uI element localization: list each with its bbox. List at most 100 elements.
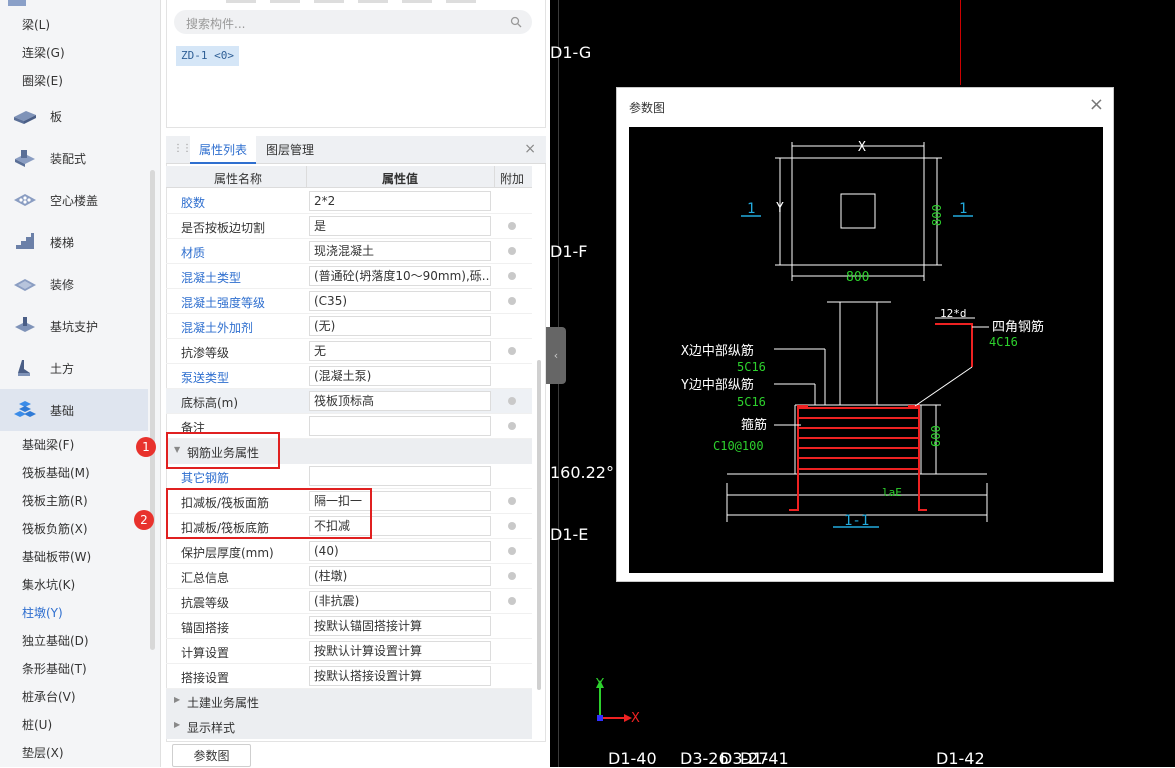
property-row[interactable]: 泵送类型 (混凝土泵) [166,364,532,389]
chevron-right-icon: ▶ [174,695,181,704]
property-value-field[interactable]: 筏板顶标高 [309,391,491,411]
extra-checkbox[interactable] [508,522,516,530]
property-value-field[interactable]: (柱墩) [309,566,491,586]
property-value-field[interactable]: (40) [309,541,491,561]
property-value-field[interactable] [309,466,491,486]
property-value-field[interactable]: 隔一扣一 [309,491,491,511]
property-row[interactable]: 混凝土类型 (普通砼(坍落度10～90mm),砾... [166,264,532,289]
sidebar-item-strip-foundation[interactable]: 条形基础(T) [22,662,87,676]
property-value-field[interactable]: 是 [309,216,491,236]
property-value-field[interactable]: 不扣减 [309,516,491,536]
sidebar-category-label: 空心楼盖 [50,193,99,208]
property-row[interactable]: 底标高(m)筏板顶标高 [166,389,532,414]
group-display-style[interactable]: ▶ 显示样式 [166,714,532,739]
property-scrollbar[interactable] [537,360,541,690]
property-row[interactable]: 计算设置按默认计算设置计算 [166,639,532,664]
extra-checkbox[interactable] [508,272,516,280]
property-value-field[interactable]: 按默认计算设置计算 [309,641,491,661]
sidebar-item-ring-beam[interactable]: 圈梁(E) [22,74,63,88]
sidebar-item-pile[interactable]: 桩(U) [22,718,53,732]
property-row[interactable]: 扣减板/筏板面筋隔一扣一 [166,489,532,514]
sidebar-item-foundation-beam[interactable]: 基础梁(F) [22,438,75,452]
drag-handle-icon[interactable]: ⋮⋮ [173,143,192,154]
hollow-floor-icon [14,194,36,206]
extra-checkbox[interactable] [508,222,516,230]
sidebar-category-foundation[interactable]: 基础 [0,389,148,431]
property-name: 其它钢筋 [181,471,230,485]
sidebar-category-decoration[interactable]: 装修 [0,263,148,305]
property-value-field[interactable]: (混凝土泵) [309,366,491,386]
property-value-field[interactable]: (无) [309,316,491,336]
extra-checkbox[interactable] [508,397,516,405]
extra-checkbox[interactable] [508,597,516,605]
close-icon[interactable]: × [1088,94,1104,115]
property-value-field[interactable]: 无 [309,341,491,361]
property-row[interactable]: 搭接设置按默认搭接设置计算 [166,664,532,689]
extra-checkbox[interactable] [508,422,516,430]
sidebar-category-slab[interactable]: 板 [0,95,148,137]
sidebar-item-coupling-beam[interactable]: 连梁(G) [22,46,65,60]
sidebar-category-hollow-floor[interactable]: 空心楼盖 [0,179,148,221]
property-value-field[interactable]: 现浇混凝土 [309,241,491,261]
property-value-field[interactable]: 2*2 [309,191,491,211]
property-row[interactable]: 混凝土外加剂(无) [166,314,532,339]
close-icon[interactable]: × [524,141,536,157]
sidebar-category-label: 土方 [50,361,75,376]
property-name: 混凝土类型 [181,271,242,285]
extra-checkbox[interactable] [508,572,516,580]
sidebar-item-beam[interactable]: 梁(L) [22,18,51,32]
property-value-field[interactable]: (普通砼(坍落度10～90mm),砾... [309,266,491,286]
extra-checkbox[interactable] [508,247,516,255]
drawing-svg: X Y 800 800 1 1 [681,140,1044,529]
extra-checkbox[interactable] [508,497,516,505]
highlight-box-2 [166,488,372,539]
sidebar-item-sump-pit[interactable]: 集水坑(K) [22,578,76,592]
sidebar-item-cushion[interactable]: 垫层(X) [22,746,64,760]
property-row[interactable]: 材质现浇混凝土 [166,239,532,264]
component-tag[interactable]: ZD-1 <0> [176,46,239,66]
property-value-field[interactable]: (非抗震) [309,591,491,611]
extra-checkbox[interactable] [508,547,516,555]
sidebar-item-column-pier[interactable]: 柱墩(Y) [22,606,63,620]
sidebar-item-raft-neg-rebar[interactable]: 筏板负筋(X) [22,522,88,536]
parameter-diagram-button[interactable]: 参数图 [172,744,251,767]
property-row[interactable]: 锚固搭接按默认锚固搭接计算 [166,614,532,639]
sidebar-item-raft-foundation[interactable]: 筏板基础(M) [22,466,90,480]
group-rebar-attributes[interactable]: ▼ 钢筋业务属性 [166,439,532,464]
sidebar-category-earthwork[interactable]: 土方 [0,347,148,389]
property-row[interactable]: 保护层厚度(mm)(40) [166,539,532,564]
sidebar-item-isolated-foundation[interactable]: 独立基础(D) [22,634,89,648]
property-name: 泵送类型 [181,371,230,385]
sidebar-item-pile-cap[interactable]: 桩承台(V) [22,690,76,704]
sidebar-category-stairs[interactable]: 楼梯 [0,221,148,263]
property-row[interactable]: 是否按板边切割 是 [166,214,532,239]
extra-checkbox[interactable] [508,347,516,355]
property-value-field[interactable]: 按默认锚固搭接计算 [309,616,491,636]
tab-layer-management[interactable]: 图层管理 [266,143,315,157]
property-row[interactable]: 汇总信息 (柱墩) [166,564,532,589]
collapse-panel-handle[interactable]: ‹ [546,327,566,384]
extra-checkbox[interactable] [508,297,516,305]
search-input[interactable]: 搜索构件... [174,10,532,34]
property-name: 是否按板边切割 [181,221,266,235]
sidebar-category-prefab[interactable]: 装配式 [0,137,148,179]
property-value-field[interactable]: 按默认搭接设置计算 [309,666,491,686]
sidebar-item-raft-main-rebar[interactable]: 筏板主筋(R) [22,494,88,508]
property-row[interactable]: 抗震等级(非抗震) [166,589,532,614]
decoration-icon [14,279,36,291]
tab-attribute-list[interactable]: 属性列表 [190,136,256,164]
property-value-field[interactable]: (C35) [309,291,491,311]
property-row[interactable]: 抗渗等级无 [166,339,532,364]
sidebar-category-pit-support[interactable]: 基坑支护 [0,305,148,347]
property-value-field[interactable] [309,416,491,436]
search-icon[interactable] [510,16,522,28]
left-sidebar: 梁(L) 连梁(G) 圈梁(E) 板 装配式 空心楼盖 楼梯 装修 基坑支护 土… [0,0,160,767]
group-civil-attributes[interactable]: ▶ 土建业务属性 [166,689,532,714]
property-row[interactable]: 其它钢筋 [166,464,532,489]
property-row[interactable]: 混凝土强度等级(C35) [166,289,532,314]
property-row[interactable]: 备注 [166,414,532,439]
property-name: 汇总信息 [181,571,230,585]
sidebar-scrollbar[interactable] [150,170,155,650]
sidebar-item-foundation-strip[interactable]: 基础板带(W) [22,550,92,564]
